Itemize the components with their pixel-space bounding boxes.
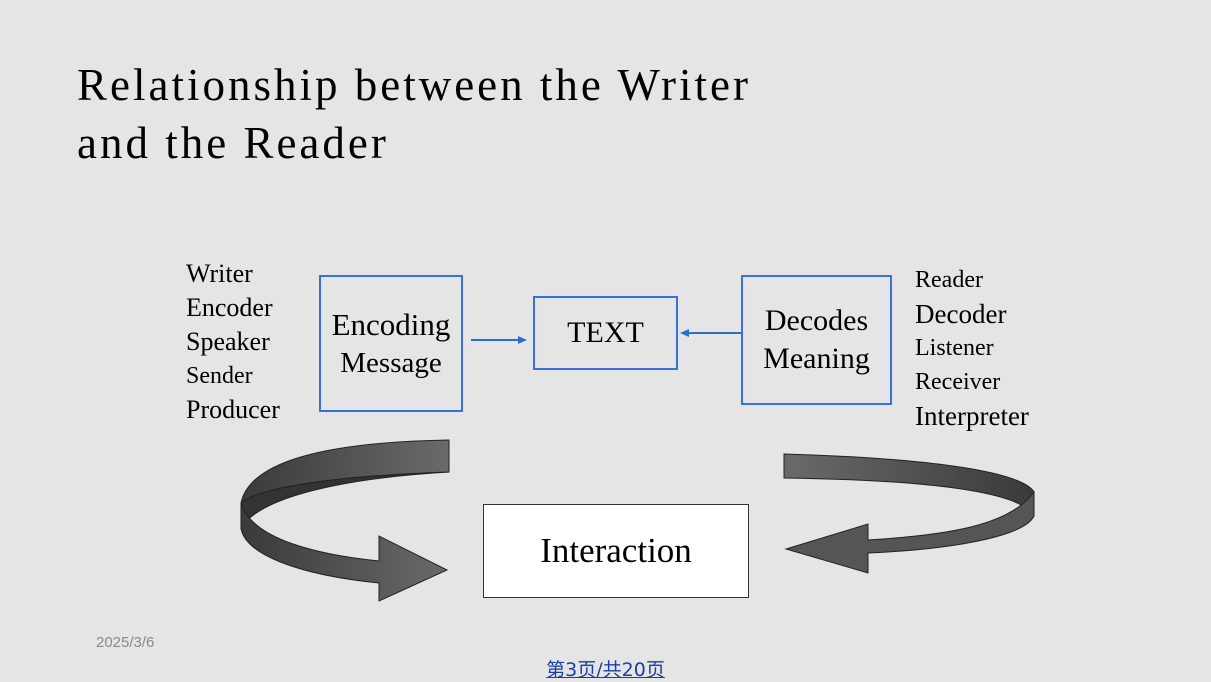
slide-title: Relationship between the Writer and the …	[77, 56, 751, 172]
slide-title-line1: Relationship between the Writer	[77, 60, 751, 110]
right-curved-arrow	[783, 453, 1035, 574]
text-box: TEXT	[533, 296, 678, 370]
writer-role-item: Encoder	[186, 293, 273, 322]
reader-role-item: Decoder	[915, 299, 1007, 329]
decodes-meaning-box: Decodes Meaning	[741, 275, 892, 405]
decodes-to-text-arrow	[680, 329, 741, 337]
slide-title-line2: and the Reader	[77, 118, 389, 168]
meaning-label: Meaning	[763, 342, 870, 375]
writer-role-item: Writer	[186, 259, 253, 288]
slide-date: 2025/3/6	[96, 634, 155, 651]
writer-role-list: Writer Encoder Speaker Sender Producer	[186, 257, 280, 427]
reader-role-item: Reader	[915, 267, 983, 293]
text-label: TEXT	[567, 316, 644, 349]
reader-role-item: Listener	[915, 335, 994, 361]
encoding-to-text-arrow	[471, 336, 527, 344]
encoding-label: Encoding	[331, 306, 451, 342]
page-number-link[interactable]: 第3页/共20页	[546, 659, 665, 681]
reader-role-list: Reader Decoder Listener Receiver Interpr…	[915, 263, 1029, 433]
message-label: Message	[340, 346, 442, 379]
encoding-message-box: Encoding Message	[319, 275, 463, 412]
interaction-label: Interaction	[540, 531, 692, 570]
left-curved-arrow	[240, 439, 450, 602]
writer-role-item: Producer	[186, 395, 280, 424]
writer-role-item: Sender	[186, 363, 253, 389]
writer-role-item: Speaker	[186, 327, 270, 356]
reader-role-item: Interpreter	[915, 401, 1029, 431]
decodes-label: Decodes	[764, 304, 869, 337]
interaction-box: Interaction	[483, 504, 749, 598]
reader-role-item: Receiver	[915, 369, 1001, 395]
